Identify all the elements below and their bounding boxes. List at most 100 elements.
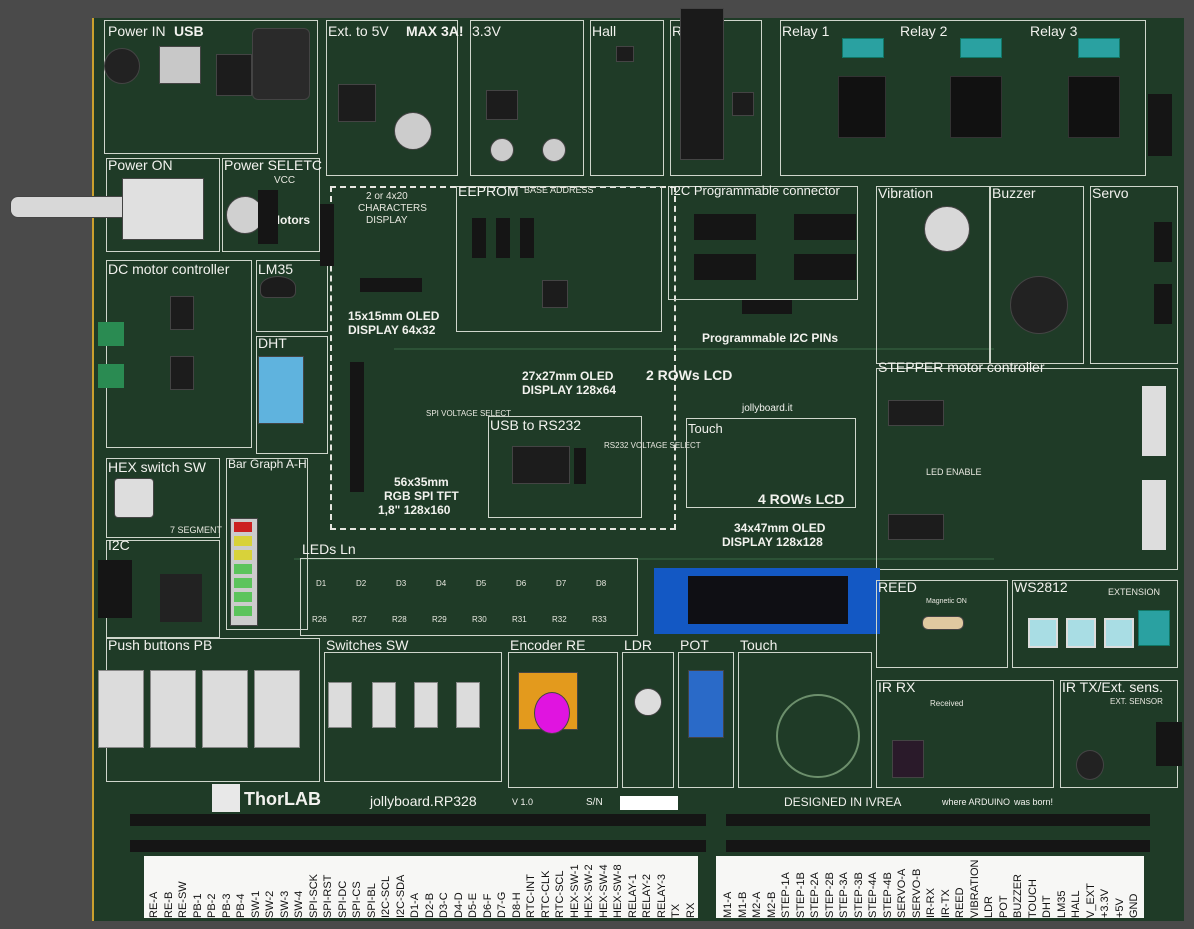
magnetic-on-label: Magnetic ON	[926, 598, 967, 605]
i2c-header[interactable]	[98, 560, 132, 618]
header-j16[interactable]	[130, 814, 706, 826]
prog-i2c-label: Programmable I2C PINs	[702, 331, 839, 345]
left-pin-label: SPI-BL	[365, 883, 378, 918]
right-pin-label: BUZZER	[1012, 874, 1024, 918]
four-rows-label: 4 ROWs LCD	[758, 491, 845, 507]
jumper-header[interactable]	[258, 190, 278, 244]
dht-box	[256, 336, 328, 454]
relay2-terminal[interactable]	[960, 38, 1002, 58]
left-pin-label: RTC-INT	[525, 874, 537, 918]
right-pin-label: DHT	[1041, 895, 1053, 918]
oled34-label: 34x47mm OLED	[734, 521, 826, 535]
push-button-3[interactable]	[202, 670, 248, 748]
oled15-header[interactable]	[360, 278, 422, 292]
servo-title: Servo	[1092, 185, 1129, 201]
right-pin-label: STEP-1B	[794, 872, 807, 918]
touch-mode-title: Touch	[688, 421, 723, 436]
power-switch-body[interactable]	[122, 178, 204, 240]
usb-rs232-title: USB to RS232	[490, 417, 582, 433]
led-label: D2	[356, 579, 367, 588]
right-pin-label: POT	[997, 895, 1010, 918]
j19-header[interactable]	[1148, 94, 1172, 156]
stepper-connector[interactable]	[1142, 480, 1166, 550]
push-button-2[interactable]	[150, 670, 196, 748]
header-j29[interactable]	[726, 840, 1150, 852]
left-pin-label: RTC-SCL	[554, 870, 566, 918]
relay2	[950, 76, 1002, 138]
relay1-terminal[interactable]	[842, 38, 884, 58]
ldr-box	[622, 652, 674, 788]
left-pin-label: SPI-DC	[336, 880, 349, 918]
i2c-header[interactable]	[694, 214, 756, 240]
dc-jack[interactable]	[252, 28, 310, 100]
toggle-switch-3[interactable]	[414, 682, 438, 728]
header-j30[interactable]	[726, 814, 1150, 826]
jollyboard-it-label: jollyboard.it	[742, 403, 793, 414]
header-j15[interactable]	[130, 840, 706, 852]
power-select-box	[222, 158, 320, 252]
toggle-switch-4[interactable]	[456, 682, 480, 728]
sn-label: S/N	[586, 797, 603, 808]
extension-terminal[interactable]	[1138, 610, 1170, 646]
i2c-header[interactable]	[794, 214, 856, 240]
servo-b-header[interactable]	[1154, 284, 1172, 324]
lcd-area	[330, 186, 676, 530]
i2c-header[interactable]	[694, 254, 756, 280]
left-pin-label: PB-1	[191, 893, 204, 918]
resistor-label: R26	[312, 615, 327, 624]
motor2-terminal[interactable]	[98, 364, 124, 388]
touch-title: Touch	[740, 637, 778, 653]
battery-holder[interactable]	[680, 8, 724, 160]
usb-c-connector[interactable]	[159, 46, 201, 84]
toggle-switch-2[interactable]	[372, 682, 396, 728]
capacitor	[226, 196, 264, 234]
resistor-label: R27	[352, 615, 367, 624]
i2c-prog-title: I2C Programmable connector	[670, 183, 840, 198]
i2c-header[interactable]	[794, 254, 856, 280]
ext5v-box	[326, 20, 458, 176]
address-jumper[interactable]	[496, 218, 510, 258]
right-pin-label: STEP-3B	[852, 872, 865, 918]
prog-i2c-header[interactable]	[742, 300, 792, 314]
left-pin-label: SW-3	[278, 890, 291, 918]
push-button-4[interactable]	[254, 670, 300, 748]
left-pin-label: D4-D	[452, 892, 465, 918]
right-pin-label: SERVO-A	[896, 868, 908, 918]
rtc-chip	[732, 92, 754, 116]
left-pin-label: SW-2	[264, 890, 276, 918]
tft56b-label: RGB SPI TFT	[384, 489, 459, 503]
motor1-terminal[interactable]	[98, 322, 124, 346]
hex-rotary-switch[interactable]	[114, 478, 154, 518]
right-pin-label: STEP-3A	[838, 872, 850, 918]
relay3-terminal[interactable]	[1078, 38, 1120, 58]
right-pin-label: LDR	[983, 895, 995, 918]
toggle-switch-1[interactable]	[328, 682, 352, 728]
ir-tx-title: IR TX/Ext. sens.	[1062, 679, 1163, 695]
right-pin-label: IR-RX	[925, 888, 937, 918]
stepper-connector[interactable]	[1142, 386, 1166, 456]
left-pin-label: HEX-SW-1	[568, 864, 581, 918]
encoder-box	[508, 652, 618, 788]
bar-segment	[234, 564, 252, 574]
i2c-title: I2C	[108, 537, 130, 553]
led-label: D7	[556, 579, 567, 588]
hall-title: Hall	[592, 23, 617, 39]
hex-switch-box	[106, 458, 220, 538]
potentiometer[interactable]	[688, 670, 724, 738]
lcd-header[interactable]	[320, 204, 334, 266]
j7-header[interactable]	[1156, 722, 1182, 766]
right-pin-label: TOUCH	[1026, 879, 1039, 918]
address-jumper[interactable]	[472, 218, 486, 258]
rs232-jumper[interactable]	[574, 448, 586, 484]
left-pin-label: D7-G	[496, 891, 508, 918]
push-button-1[interactable]	[98, 670, 144, 748]
left-pin-label: SPI-RST	[322, 874, 334, 918]
address-jumper[interactable]	[520, 218, 534, 258]
tft-header[interactable]	[350, 362, 364, 492]
servo-a-header[interactable]	[1154, 222, 1172, 262]
touch-pad[interactable]	[776, 694, 860, 778]
encoder-knob[interactable]	[534, 692, 570, 734]
pin-label-strip-right	[716, 856, 1144, 918]
relay2-title: Relay 2	[900, 23, 948, 39]
push-buttons-title: Push buttons PB	[108, 637, 213, 653]
